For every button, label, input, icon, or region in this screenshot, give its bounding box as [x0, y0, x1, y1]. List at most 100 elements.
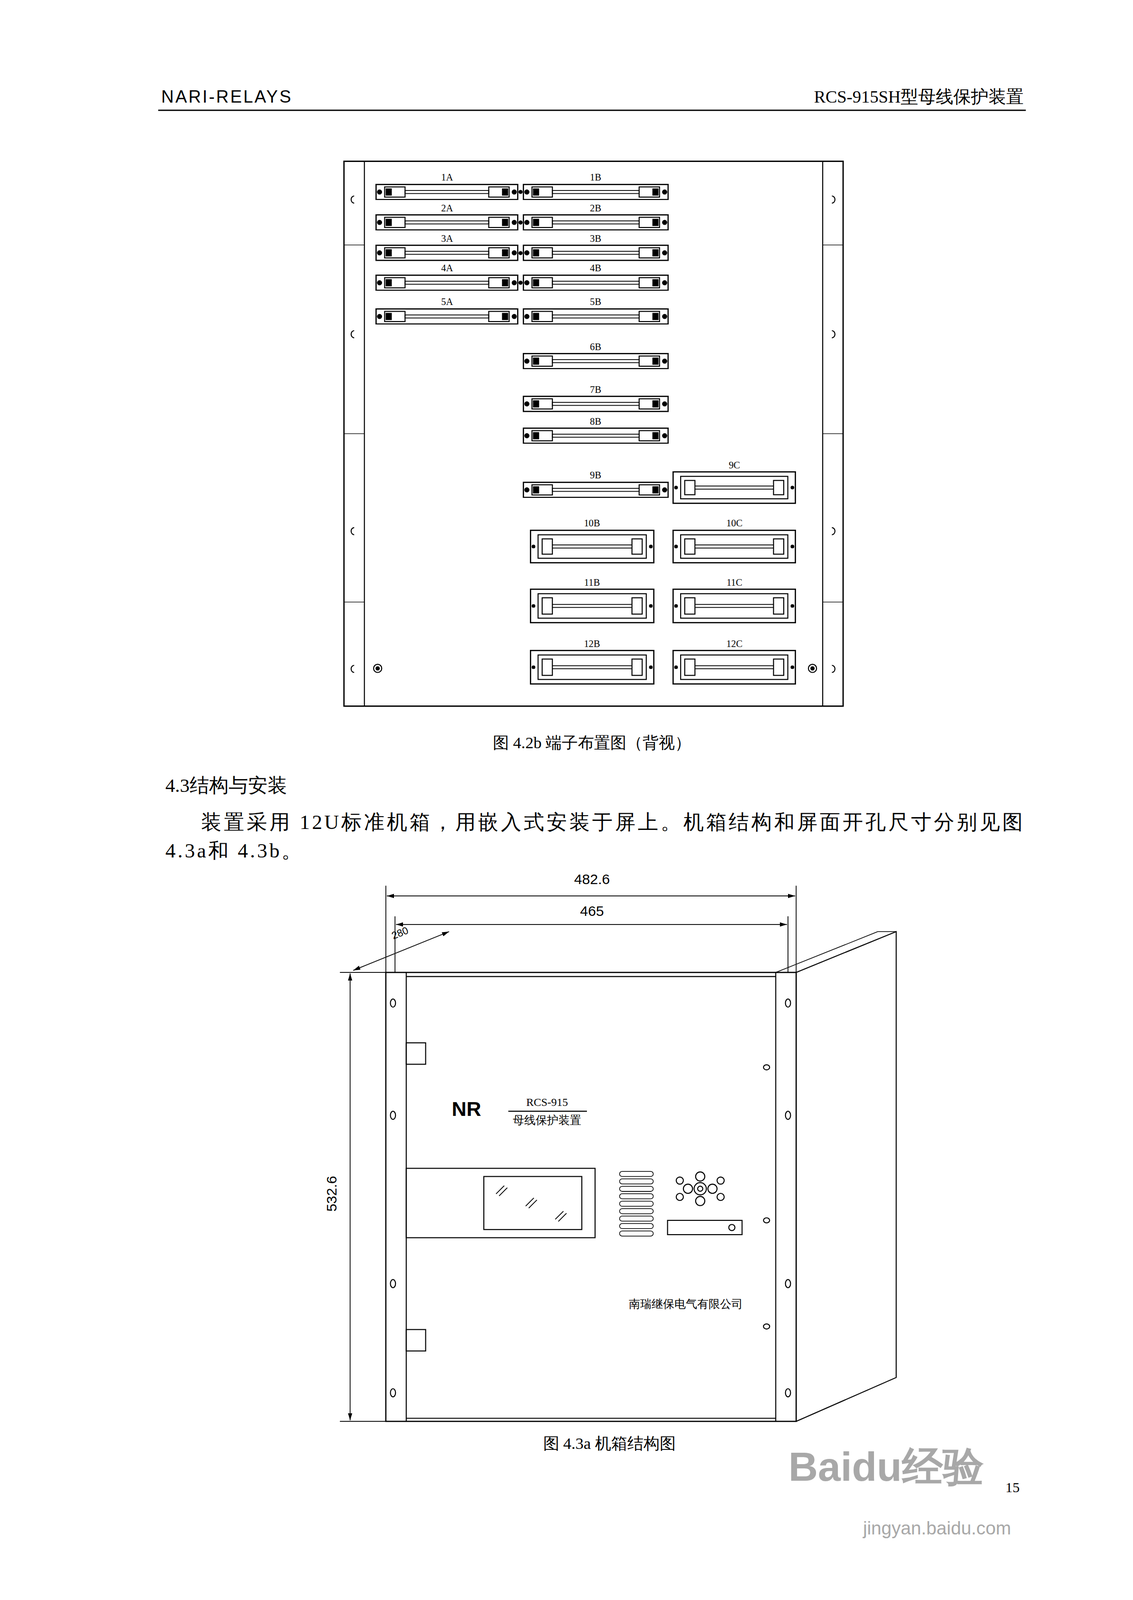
mounting-screw: [662, 250, 667, 256]
connector-shell: [537, 655, 647, 681]
connector-outline: [375, 214, 519, 231]
terminal-connector: 4A: [375, 274, 519, 291]
connector-latch: [384, 186, 406, 197]
connector-slot: [695, 544, 774, 546]
watermark: Baidu经验: [788, 1443, 984, 1493]
dimension-lines-part: [339, 972, 386, 974]
figure-caption: 图 4.3a 机箱结构图: [543, 1434, 676, 1454]
chassis-drawing-part: [728, 1224, 735, 1231]
connector-outline: [672, 650, 797, 685]
rear-panel-part: [375, 667, 380, 671]
connector-slot: [695, 665, 774, 667]
terminal-connector: 7B: [522, 395, 669, 413]
dimension-lines-part: [349, 973, 351, 1422]
connector-slot: [552, 359, 640, 363]
connector-body: [530, 589, 654, 624]
chassis-drawing-part: [785, 999, 791, 1008]
connector-latch: [638, 356, 660, 367]
chassis-drawing-part: [619, 1194, 654, 1200]
connector-latch: [489, 186, 510, 197]
connector-slot: [552, 402, 640, 406]
terminal-connector: 11C: [672, 588, 797, 624]
connector-latch: [684, 659, 695, 676]
rear-panel-part: [822, 244, 844, 246]
chassis-drawing-part: [717, 1177, 725, 1185]
chassis-drawing-part: [707, 1184, 717, 1194]
terminal-connector: 5A: [375, 308, 519, 325]
connector-label: 1B: [589, 172, 602, 183]
connector-slot: [695, 547, 774, 549]
rear-panel-part: [351, 196, 355, 204]
connector-outline: [375, 308, 519, 325]
dimension-label: 482.6: [574, 871, 610, 889]
connector-latch: [531, 277, 553, 288]
connector-outline: [672, 588, 797, 624]
connector-label: 12C: [726, 639, 743, 649]
rear-panel-part: [518, 220, 522, 224]
rear-panel-part: [810, 667, 815, 671]
rear-panel: [344, 161, 844, 707]
connector-latch: [638, 277, 660, 288]
header-rule: [158, 109, 1027, 111]
dimension-label: 465: [580, 902, 605, 921]
rear-panel-part: [808, 664, 817, 673]
mounting-screw: [674, 666, 678, 670]
chassis-drawing-part: [619, 1231, 654, 1237]
connector-outline: [522, 244, 669, 261]
connector-body: [523, 396, 669, 413]
connector-body: [376, 184, 519, 200]
mounting-screw: [791, 604, 795, 608]
connector-slot: [552, 251, 640, 255]
mounting-screw: [377, 314, 383, 319]
mounting-screw: [791, 486, 795, 490]
mounting-screw: [512, 250, 517, 256]
chassis-drawing-part: [619, 1171, 654, 1178]
connector-body: [376, 275, 519, 291]
chassis-drawing-part: [695, 1196, 705, 1206]
mounting-screw: [649, 666, 653, 670]
chassis-drawing-part: [390, 999, 396, 1008]
connector-label: 2B: [589, 203, 602, 213]
connector-latch: [384, 217, 406, 228]
chassis-drawing-part: [763, 1065, 770, 1071]
mounting-screw: [662, 402, 667, 407]
device-name: 母线保护装置: [512, 1113, 582, 1128]
mounting-screw: [662, 433, 667, 439]
connector-body: [673, 650, 796, 684]
connector-body: [523, 184, 669, 200]
connector-slot: [405, 190, 490, 194]
connector-latch: [384, 311, 406, 322]
terminal-connector: 1A: [375, 183, 519, 201]
connector-slot: [552, 604, 633, 606]
rear-panel-part: [344, 244, 365, 246]
connector-slot: [552, 281, 640, 285]
rear-panel-part: [831, 330, 835, 338]
connector-outline: [522, 274, 669, 291]
chassis-drawing-part: [406, 1043, 426, 1065]
connector-shell: [537, 534, 647, 558]
connector-pin: [533, 249, 539, 257]
connector-latch: [638, 217, 660, 228]
mounting-screw: [791, 545, 795, 548]
header-brand: NARI-RELAYS: [161, 86, 293, 108]
terminal-connector: 10C: [672, 529, 797, 564]
connector-body: [673, 589, 796, 624]
connector-pin: [652, 279, 658, 286]
mounting-screw: [524, 220, 529, 225]
connector-label: 7B: [589, 384, 602, 395]
chassis-drawing-part: [695, 1172, 705, 1182]
chassis-drawing-part: [406, 976, 776, 978]
rear-panel-part: [351, 330, 355, 338]
connector-pin: [533, 219, 539, 226]
connector-latch: [638, 311, 660, 322]
brand-logo: NR: [451, 1097, 482, 1123]
connector-slot: [552, 315, 640, 318]
rear-panel-part: [344, 433, 365, 434]
mounting-screw: [662, 359, 667, 364]
connector-outline: [522, 308, 669, 325]
connector-slot: [695, 489, 774, 490]
dimension-lines-part: [787, 916, 789, 973]
rear-panel-part: [344, 602, 365, 603]
